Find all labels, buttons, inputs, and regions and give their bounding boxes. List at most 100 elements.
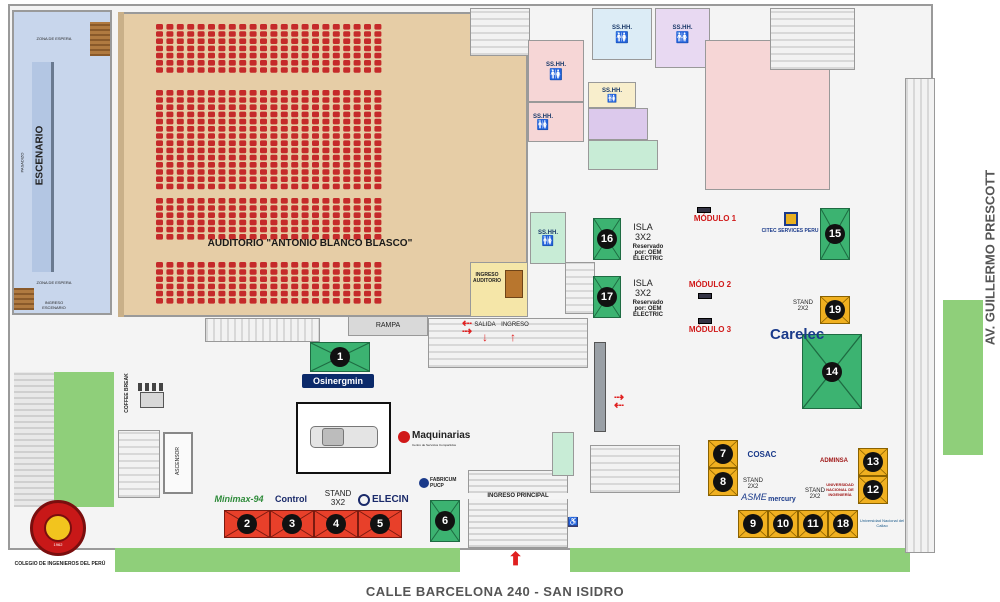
stand-15[interactable]: 15 xyxy=(820,208,850,260)
auditorium-seat xyxy=(270,60,278,66)
auditorium-seat xyxy=(187,111,195,118)
auditorium-seat xyxy=(301,140,309,146)
auditorium-seat xyxy=(239,97,247,103)
module-3-label[interactable]: MÓDULO 3 xyxy=(688,325,732,334)
stand-6[interactable]: 6 xyxy=(430,500,460,542)
stand-8[interactable]: 8 xyxy=(708,468,738,496)
auditorium-seat xyxy=(239,234,247,240)
auditorium-seat xyxy=(312,60,319,66)
auditorium-seat xyxy=(208,38,215,44)
auditorium-seat xyxy=(291,176,299,182)
stand-5[interactable]: 5 xyxy=(358,510,402,538)
auditorium-seat xyxy=(280,276,288,282)
auditorium-seat xyxy=(187,219,195,226)
stand-1[interactable]: 1 xyxy=(310,342,370,372)
module-1-label[interactable]: MÓDULO 1 xyxy=(693,214,737,223)
stand-13[interactable]: 13 xyxy=(858,448,888,476)
auditorium-seat xyxy=(187,133,195,139)
stand-16[interactable]: 16 xyxy=(593,218,621,260)
auditorium-seat xyxy=(208,67,215,73)
auditorium-seat xyxy=(228,140,236,146)
elevator xyxy=(163,432,193,494)
stand-14[interactable]: 14 xyxy=(802,334,862,409)
auditorium-seat xyxy=(280,154,288,161)
osinergmin-logo xyxy=(302,374,374,388)
auditorium-seat xyxy=(322,226,330,233)
auditorium-seat xyxy=(197,162,205,168)
auditorium-seat xyxy=(218,52,226,59)
auditorium-seat xyxy=(218,67,226,73)
auditorium-seat xyxy=(176,212,184,218)
stand-4[interactable]: 4 xyxy=(314,510,358,538)
auditorium-seat xyxy=(208,205,215,211)
auditorium-seat xyxy=(280,24,288,30)
auditorium-seat xyxy=(260,52,267,59)
auditorium-seat xyxy=(312,104,319,110)
auditorium-seat xyxy=(187,154,195,161)
auditorium-seat xyxy=(197,262,205,268)
auditorium-seat xyxy=(374,60,382,66)
auditorium-seat xyxy=(239,183,247,190)
stand-7[interactable]: 7 xyxy=(708,440,738,468)
auditorium-seat xyxy=(280,90,288,96)
auditorium-seat xyxy=(260,67,267,73)
restroom-4: SS.HH.🚻 xyxy=(672,24,693,44)
auditorium-seat xyxy=(343,45,351,52)
auditorium-seat xyxy=(260,97,267,103)
stand-17[interactable]: 17 xyxy=(593,276,621,318)
auditorium-seat xyxy=(343,212,351,218)
auditorium-seat xyxy=(156,104,163,110)
auditorium-seat xyxy=(176,226,184,233)
auditorium-seat xyxy=(249,133,257,139)
stand-11[interactable]: 11 xyxy=(798,510,828,538)
stair-elevator xyxy=(118,430,160,498)
stand-3[interactable]: 3 xyxy=(270,510,314,538)
auditorium-seat xyxy=(364,67,371,73)
auditorium-seat xyxy=(187,205,195,211)
auditorium-seat xyxy=(208,276,215,282)
auditorium-seat xyxy=(301,290,309,297)
auditorium-seat xyxy=(280,183,288,190)
auditorium-seat xyxy=(166,90,174,96)
garden-right xyxy=(943,300,983,455)
auditorium-seat xyxy=(156,24,163,30)
auditorium-seat xyxy=(291,183,299,190)
auditorium-seat xyxy=(332,104,340,110)
auditorium-seat xyxy=(312,234,319,240)
ingreso-principal-label: INGRESO PRINCIPAL xyxy=(468,493,568,499)
auditorium-seat xyxy=(208,219,215,226)
auditorium-seat xyxy=(176,52,184,59)
stand-2[interactable]: 2 xyxy=(224,510,270,538)
stand-12-number: 12 xyxy=(863,480,883,500)
auditorium-seat xyxy=(156,290,163,297)
auditorium-seat xyxy=(353,234,361,240)
auditorium-seat xyxy=(291,24,299,30)
stand-9[interactable]: 9 xyxy=(738,510,768,538)
stand-12[interactable]: 12 xyxy=(858,476,888,504)
salida-label: SALIDA xyxy=(474,322,496,328)
auditorium-seat xyxy=(249,169,257,175)
auditorium-seat xyxy=(176,97,184,103)
auditorium-seat xyxy=(353,90,361,96)
auditorium-seat xyxy=(156,226,163,233)
auditorium-seat xyxy=(291,162,299,168)
auditorium-seat xyxy=(332,234,340,240)
module-2-label[interactable]: MÓDULO 2 xyxy=(688,280,732,289)
auditorium-seat xyxy=(166,276,174,282)
auditorium-seat xyxy=(249,38,257,44)
auditorium-seat xyxy=(228,38,236,44)
stand-18[interactable]: 18 xyxy=(828,510,858,538)
auditorium-seat xyxy=(332,269,340,275)
auditorium-seat xyxy=(228,162,236,168)
auditorium-seat xyxy=(270,126,278,132)
stand-9-number: 9 xyxy=(743,514,763,534)
stand-10[interactable]: 10 xyxy=(768,510,798,538)
auditorium-seat xyxy=(332,176,340,182)
room-pink-1 xyxy=(528,40,584,102)
auditorium-seat xyxy=(228,154,236,161)
stand-19[interactable]: 19 xyxy=(820,296,850,324)
auditorium-seat xyxy=(353,212,361,218)
